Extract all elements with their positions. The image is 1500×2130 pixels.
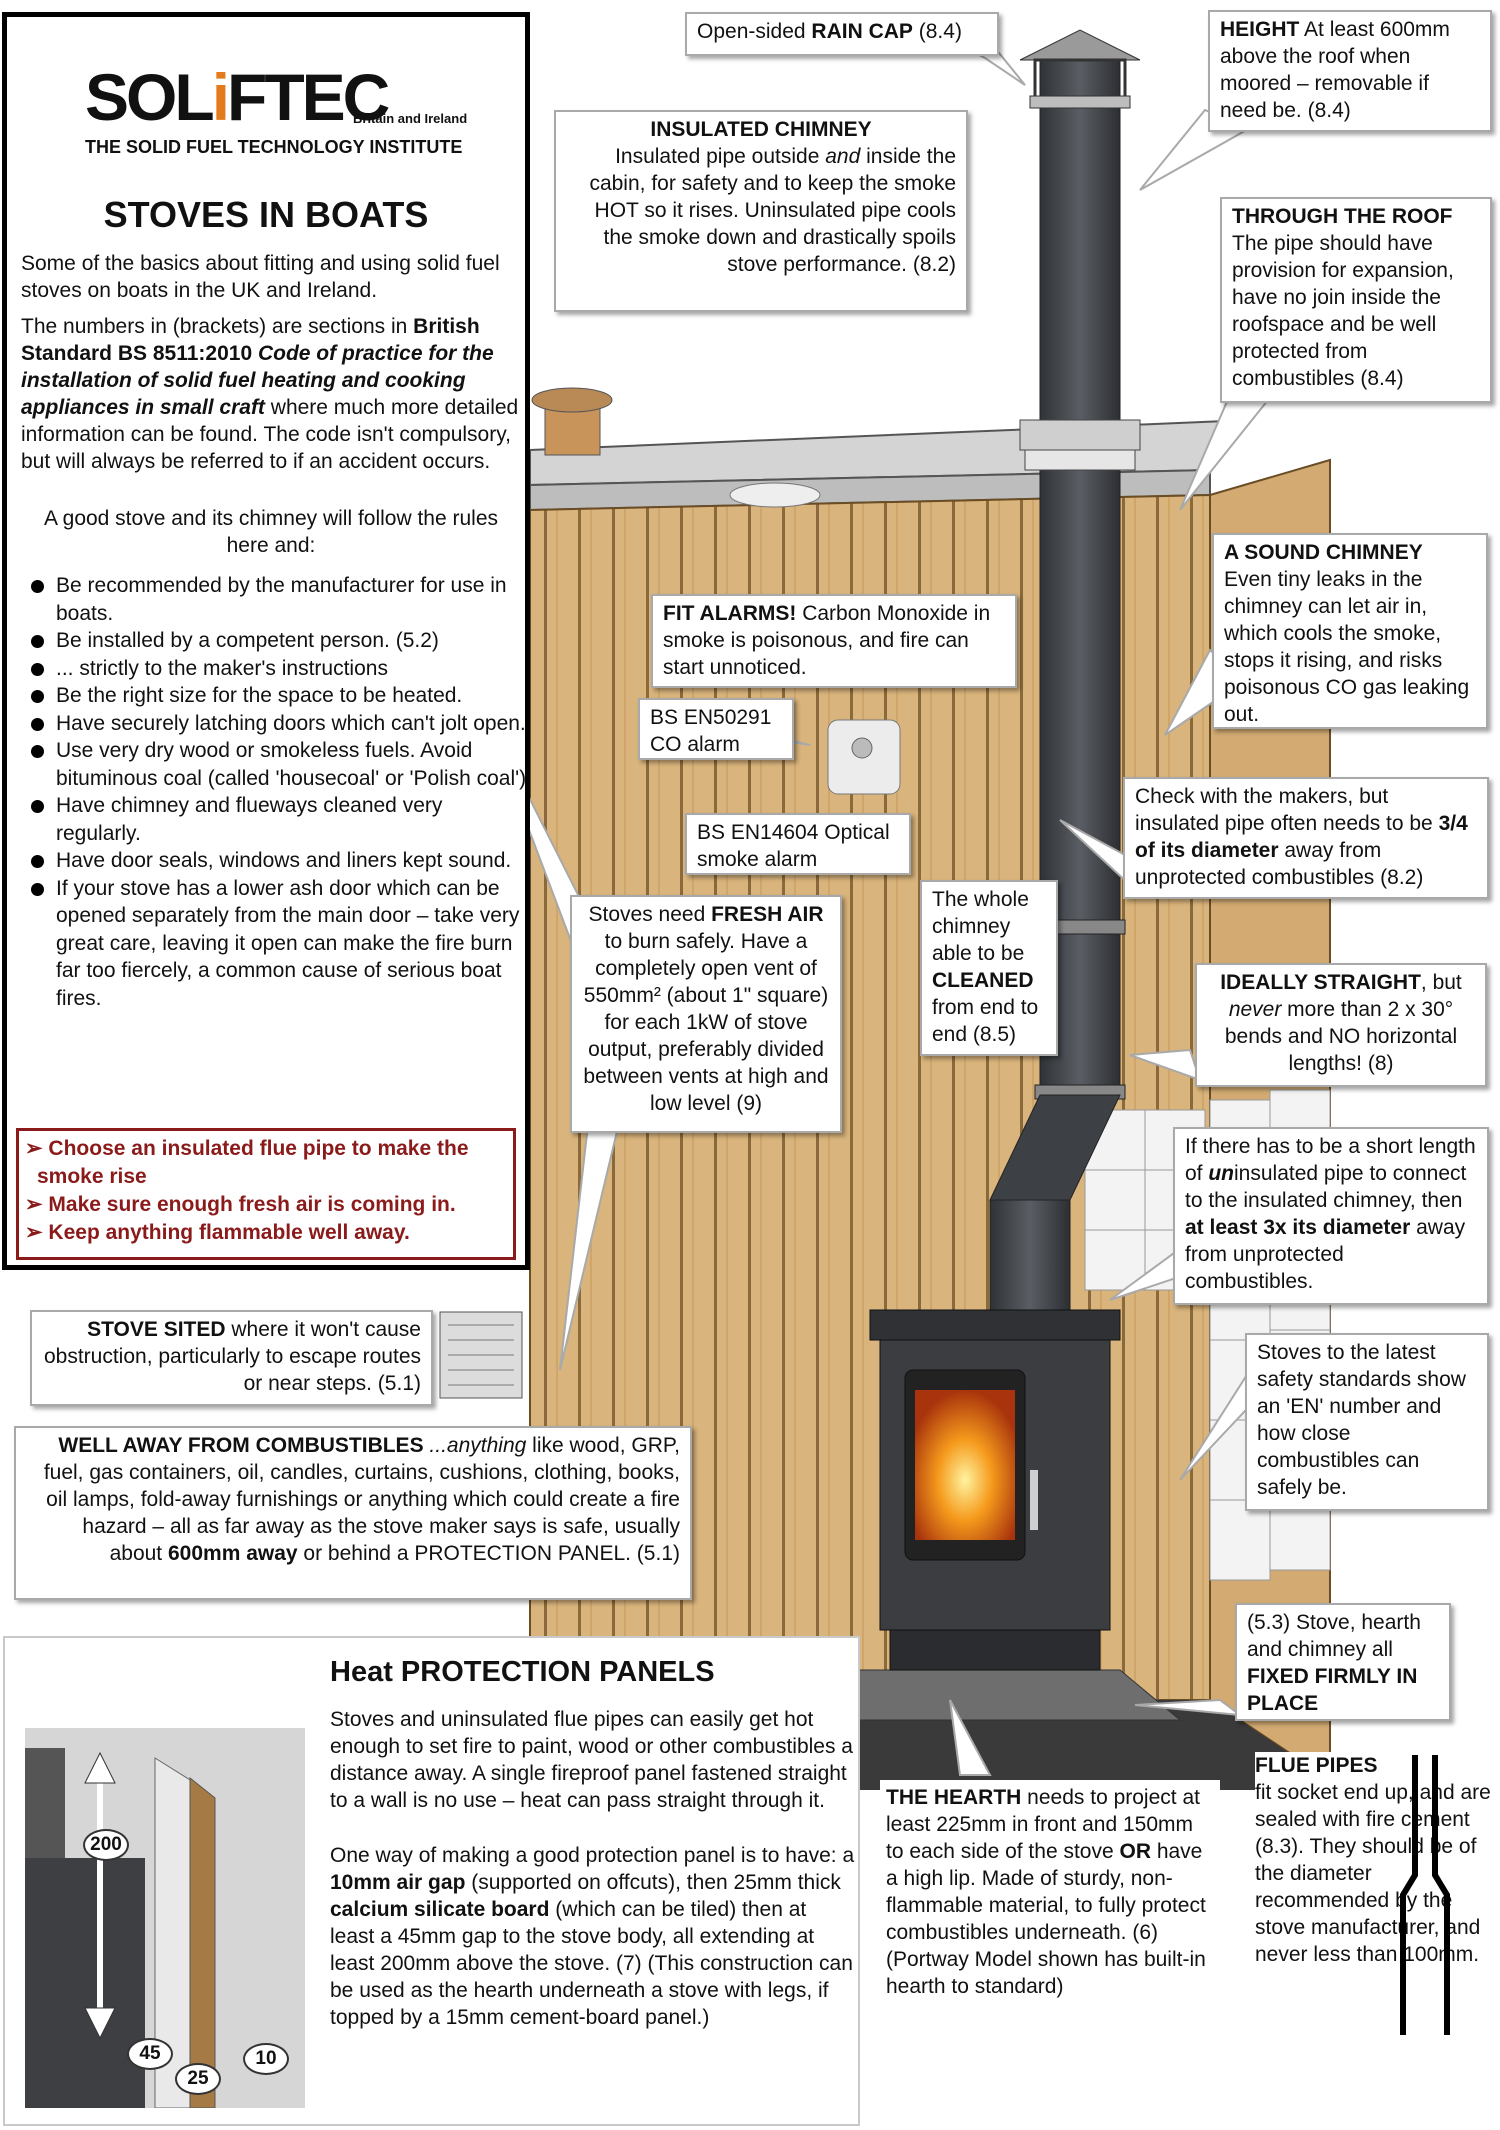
protection-paragraph-2: One way of making a good protection pane… [330,1844,855,2029]
bullet-icon [31,662,44,676]
intro-text: Some of the basics about fitting and usi… [21,252,500,302]
callout-well-away: WELL AWAY FROM COMBUSTIBLES ...anything … [14,1426,692,1600]
callout-fresh-air: Stoves need FRESH AIR to burn safely. Ha… [570,895,842,1133]
list-item: Have chimney and flueways cleaned very r… [27,792,527,847]
list-item: Use very dry wood or smokeless fuels. Av… [27,737,527,792]
dimension-label-200: 200 [83,1829,129,1861]
list-item: Be installed by a competent person. (5.2… [27,627,527,655]
bullet-icon [31,855,44,868]
callout-fit-alarms: FIT ALARMS! Carbon Monoxide in smoke is … [651,594,1017,688]
bullet-icon [31,717,44,731]
flue-pipe-socket-icon [1400,1755,1450,2035]
callout-latest-standards: Stoves to the latest safety standards sh… [1245,1333,1489,1511]
callout-rain-cap: Open-sided RAIN CAP (8.4) [685,12,999,56]
dimension-label-45: 45 [127,2038,173,2070]
callout-smoke-alarm: BS EN14604 Optical smoke alarm [685,813,911,875]
callout-check-makers: Check with the makers, but insulated pip… [1123,777,1489,899]
bullet-icon [31,635,44,648]
list-item: ... strictly to the maker's instructions [27,655,527,683]
key-points-box: ➢ Choose an insulated flue pipe to make … [16,1128,516,1260]
key-point: ➢ Choose an insulated flue pipe to make … [25,1137,469,1188]
list-item: Be the right size for the space to be he… [27,682,527,710]
key-point: ➢ Keep anything flammable well away. [25,1221,410,1244]
dimension-label-25: 25 [175,2063,221,2095]
dimension-label-10: 10 [243,2043,289,2075]
list-item: Have securely latching doors which can't… [27,710,527,738]
list-item: If your stove has a lower ash door which… [27,875,527,1013]
protection-title: Heat PROTECTION PANELS [330,1656,715,1688]
rules-list: Be recommended by the manufacturer for u… [27,572,527,1012]
numbers-text: The numbers in (brackets) are sections i… [21,315,519,473]
list-item: Be recommended by the manufacturer for u… [27,572,527,627]
callout-ideally-straight: IDEALLY STRAIGHT, but never more than 2 … [1195,963,1487,1087]
logo-region: Britain and Ireland [353,111,468,126]
logo-wordmark: SOLiFTEC [85,60,390,134]
list-item: Have door seals, windows and liners kept… [27,847,527,875]
page-title: STOVES IN BOATS [103,194,429,235]
callout-co-alarm: BS EN50291 CO alarm [638,698,794,760]
bullet-icon [31,800,44,813]
callout-cleaned: The whole chimney able to be CLEANED fro… [920,880,1058,1056]
bullet-icon [31,882,44,896]
callout-fixed-firmly: (5.3) Stove, hearth and chimney all FIXE… [1235,1603,1451,1721]
protection-panels-box: 200 45 25 10 Heat PROTECTION PANELS Stov… [3,1636,860,2126]
hearth-text: THE HEARTH needs to project at least 225… [880,1780,1220,2004]
callout-stove-sited: STOVE SITED where it won't cause obstruc… [30,1310,433,1406]
protection-paragraph-1: Stoves and uninsulated flue pipes can ea… [330,1708,853,1812]
bullet-icon [31,690,44,703]
bullet-icon [31,580,44,593]
callout-uninsulated-pipe: If there has to be a short length of uni… [1173,1127,1489,1305]
left-info-panel: SOLiFTEC Britain and Ireland THE SOLID F… [2,12,530,1270]
logo-institute: THE SOLID FUEL TECHNOLOGY INSTITUTE [85,137,463,157]
rules-intro: A good stove and its chimney will follow… [43,507,499,557]
soliftec-logo: SOLiFTEC Britain and Ireland THE SOLID F… [77,59,497,169]
callout-height: HEIGHT At least 600mm above the roof whe… [1208,10,1492,132]
bullet-icon [31,745,44,758]
key-point: ➢ Make sure enough fresh air is coming i… [25,1193,456,1216]
